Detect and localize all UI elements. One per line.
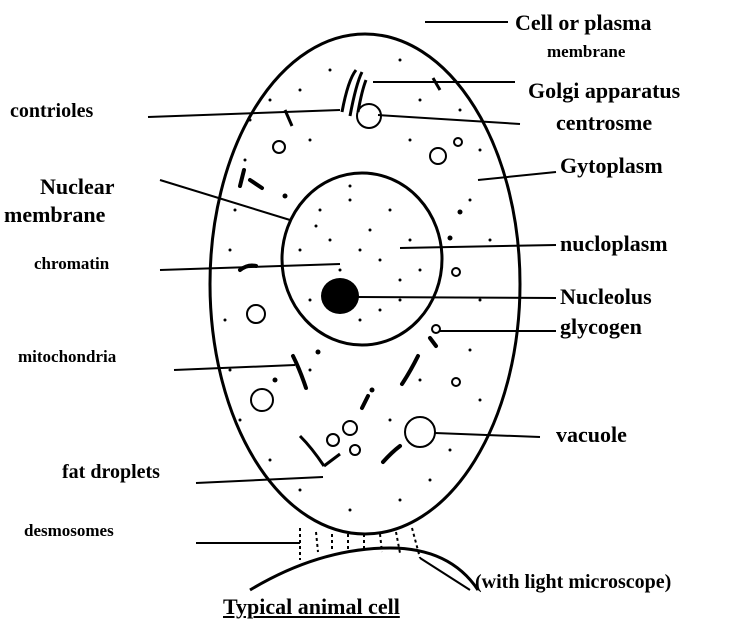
label-centrosome: centrosme (556, 112, 652, 134)
label-nuclear-membrane-line1: Nuclear (40, 176, 115, 198)
adjacent-cell (250, 548, 478, 590)
microscope-note: (with light microscope) (475, 572, 671, 592)
label-golgi: Golgi apparatus (528, 80, 680, 102)
nucleolus (321, 278, 359, 314)
label-cytoplasm: Gytoplasm (560, 155, 663, 177)
label-fat-droplets: fat droplets (62, 462, 160, 482)
label-nucleolus: Nucleolus (560, 286, 652, 308)
diagram-title: Typical animal cell (223, 596, 400, 618)
label-chromatin: chromatin (34, 255, 109, 272)
label-nucleoplasm: nucloplasm (560, 233, 668, 255)
label-glycogen: glycogen (560, 316, 642, 338)
label-mitochondria: mitochondria (18, 348, 116, 365)
label-centrioles: contrioles (10, 101, 93, 121)
label-desmosomes: desmosomes (24, 522, 114, 539)
label-vacuole: vacuole (556, 424, 627, 446)
nucleus (282, 173, 442, 345)
label-nuclear-membrane-line2: membrane (4, 204, 105, 226)
label-cell-membrane-line2: membrane (547, 43, 625, 60)
label-cell-membrane-line1: Cell or plasma (515, 12, 651, 34)
